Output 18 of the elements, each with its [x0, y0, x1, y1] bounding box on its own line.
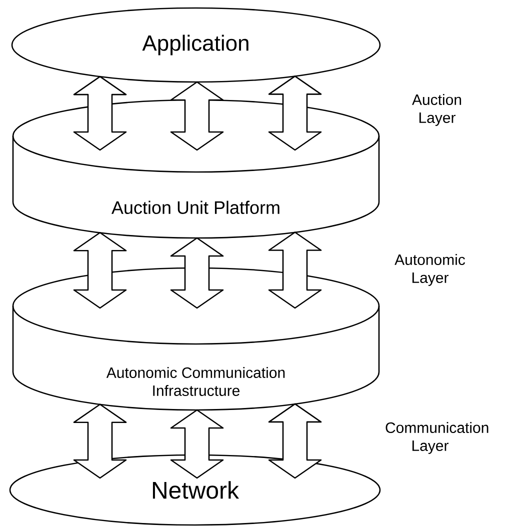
- block-arrow: [170, 409, 224, 479]
- ellipse-layer: Application: [11, 7, 381, 83]
- block-arrow: [73, 404, 127, 479]
- node-label: Autonomic Communication Infrastructure: [106, 366, 285, 396]
- block-arrow: [170, 237, 224, 309]
- block-arrow: [73, 76, 127, 151]
- node-label: Auction Unit Platform: [111, 200, 280, 214]
- ellipse-layer: Network: [9, 454, 381, 526]
- layer-label: Auction Layer: [412, 94, 462, 126]
- layer-label: Autonomic Layer: [394, 254, 466, 286]
- block-arrow: [73, 232, 127, 309]
- layer-label: Communication Layer: [386, 422, 488, 454]
- cylinder-layer: Autonomic Communication Infrastructure: [12, 267, 380, 411]
- block-arrow: [268, 403, 322, 479]
- block-arrow: [268, 76, 322, 151]
- cylinder-layer: Auction Unit Platform: [12, 99, 380, 239]
- block-arrow: [268, 232, 322, 309]
- block-arrow: [170, 81, 224, 151]
